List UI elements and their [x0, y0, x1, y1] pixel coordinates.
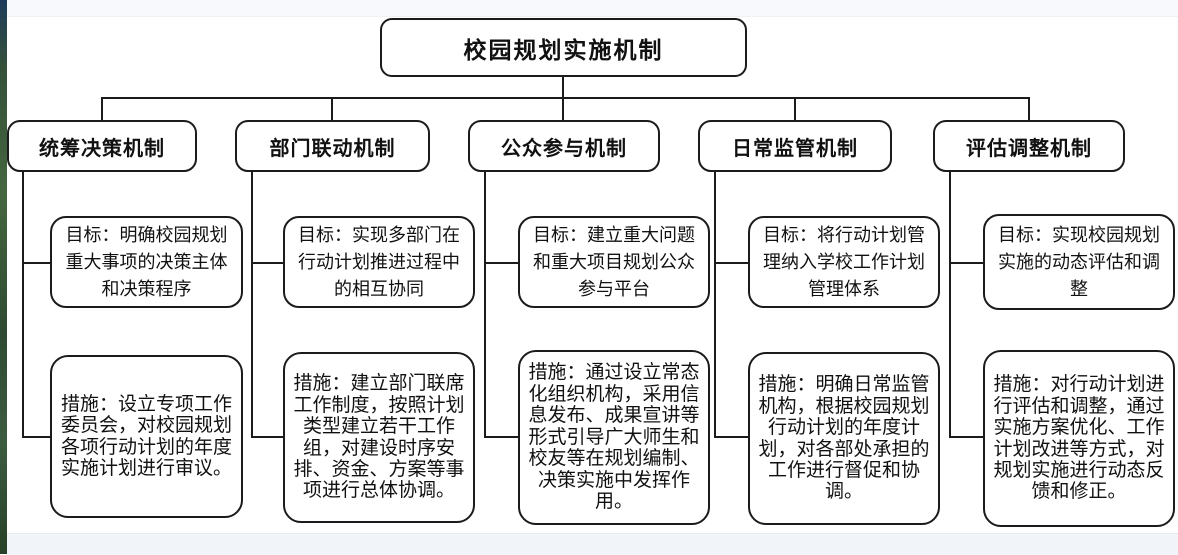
branch-1-measure-stub: [22, 436, 50, 438]
branch-label: 部门联动机制: [269, 137, 396, 160]
branch-3-measure-stub: [484, 436, 518, 438]
branch-label: 评估调整机制: [966, 137, 1092, 160]
branch-4-trunk: [714, 172, 716, 438]
branch-box-tongchou-juece: 统筹决策机制: [7, 120, 197, 172]
measure-text: 措施：明确日常监管机构，根据校园规划行动计划的年度计划，对各部处承担的工作进行督…: [758, 374, 930, 503]
branch-2-goal-stub: [251, 262, 283, 264]
measure-text: 措施：对行动计划进行评估和调整，通过实施方案优化、工作计划改进等方式，对规划实施…: [993, 374, 1165, 503]
goal-text: 目标：实现校园规划实施的动态评估和调整: [998, 224, 1160, 299]
branch-3-goal-stub: [484, 262, 518, 264]
branch-2-measure-stub: [251, 436, 283, 438]
measure-box-richang-jianguan: 措施：明确日常监管机构，根据校园规划行动计划的年度计划，对各部处承担的工作进行督…: [748, 352, 940, 525]
measure-box-pinggu-tiaozheng: 措施：对行动计划进行评估和调整，通过实施方案优化、工作计划改进等方式，对规划实施…: [983, 350, 1175, 527]
measure-text: 措施：建立部门联席工作制度，按照计划类型建立若干工作组，对建设时序安排、资金、方…: [293, 373, 465, 502]
connector-stub-4: [794, 97, 796, 121]
branch-1-goal-stub: [22, 262, 50, 264]
branch-4-goal-stub: [714, 262, 748, 264]
branch-2-trunk: [251, 172, 253, 438]
connector-stub-1: [101, 97, 103, 121]
goal-box-richang-jianguan: 目标：将行动计划管理纳入学校工作计划管理体系: [748, 216, 940, 308]
branch-label: 公众参与机制: [501, 137, 627, 160]
branch-1-trunk: [22, 172, 24, 438]
window-bottom-strip: [7, 533, 1178, 555]
goal-text: 目标：建立重大问题和重大项目规划公众参与平台: [533, 224, 695, 299]
connector-root-drop: [562, 77, 564, 98]
goal-text: 目标：实现多部门在行动计划推进过程中的相互协同: [298, 224, 460, 299]
connector-bus: [101, 97, 1029, 99]
branch-5-goal-stub: [949, 262, 983, 264]
desktop-wallpaper-edge: [0, 0, 7, 554]
measure-text: 措施：通过设立常态化组织机构，采用信息发布、成果宣讲等形式引导广大师生和校友等在…: [528, 362, 700, 513]
window-top-strip: [7, 0, 1178, 17]
goal-text: 目标：将行动计划管理纳入学校工作计划管理体系: [763, 224, 925, 299]
goal-box-bumen-liandong: 目标：实现多部门在行动计划推进过程中的相互协同: [283, 216, 475, 308]
measure-box-tongchou-juece: 措施：设立专项工作委员会，对校园规划各项行动计划的年度实施计划进行审议。: [50, 355, 243, 518]
branch-box-pinggu-tiaozheng: 评估调整机制: [933, 120, 1125, 172]
connector-stub-2: [331, 97, 333, 121]
connector-stub-5: [1028, 97, 1030, 121]
root-node: 校园规划实施机制: [380, 18, 747, 77]
goal-text: 目标：明确校园规划重大事项的决策主体和决策程序: [65, 224, 228, 299]
measure-box-gongzhong-canyu: 措施：通过设立常态化组织机构，采用信息发布、成果宣讲等形式引导广大师生和校友等在…: [518, 350, 710, 525]
goal-box-pinggu-tiaozheng: 目标：实现校园规划实施的动态评估和调整: [983, 214, 1175, 310]
goal-box-gongzhong-canyu: 目标：建立重大问题和重大项目规划公众参与平台: [518, 216, 710, 308]
measure-box-bumen-liandong: 措施：建立部门联席工作制度，按照计划类型建立若干工作组，对建设时序安排、资金、方…: [283, 352, 475, 523]
branch-4-measure-stub: [714, 436, 748, 438]
branch-box-bumen-liandong: 部门联动机制: [235, 120, 430, 172]
branch-label: 统筹决策机制: [39, 137, 165, 160]
goal-box-tongchou-juece: 目标：明确校园规划重大事项的决策主体和决策程序: [50, 216, 243, 308]
branch-box-richang-jianguan: 日常监管机制: [698, 120, 892, 172]
branch-5-trunk: [949, 172, 951, 438]
connector-stub-3: [562, 97, 564, 121]
branch-label: 日常监管机制: [732, 137, 858, 160]
root-node-label: 校园规划实施机制: [463, 37, 664, 63]
branch-3-trunk: [484, 172, 486, 438]
branch-5-measure-stub: [949, 436, 983, 438]
measure-text: 措施：设立专项工作委员会，对校园规划各项行动计划的年度实施计划进行审议。: [60, 393, 232, 479]
branch-box-gongzhong-canyu: 公众参与机制: [468, 120, 660, 172]
